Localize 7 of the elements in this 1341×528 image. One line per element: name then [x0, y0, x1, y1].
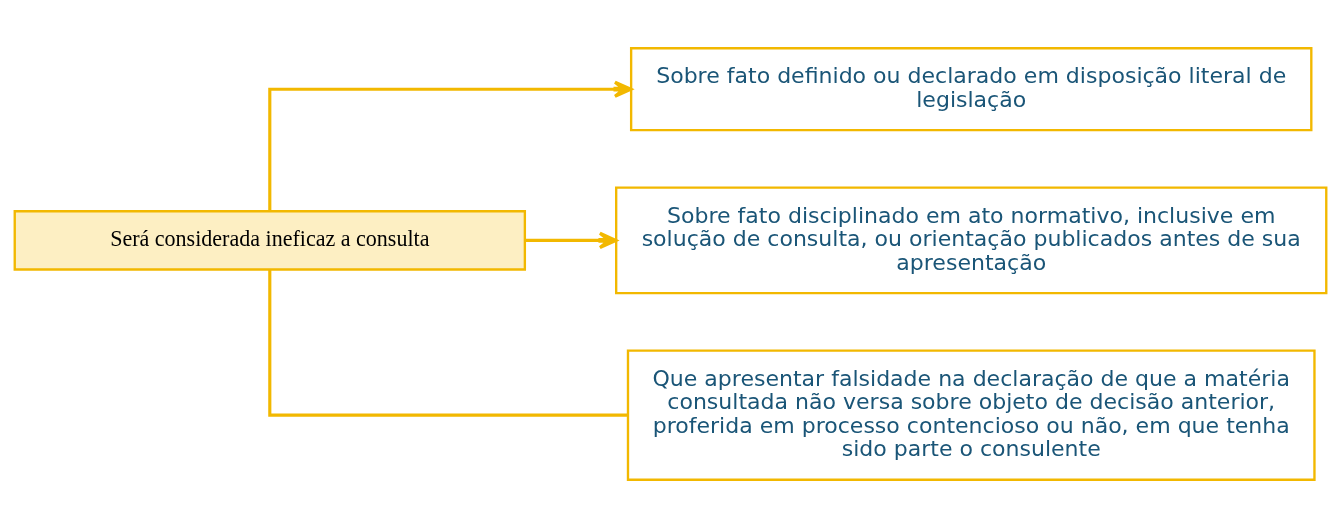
- node-box: Sobre fato definido ou declarado em disposição literal de legislação: [629, 47, 1313, 132]
- arrow: [525, 231, 618, 250]
- node-box: Que apresentar falsidade na declaração de que a matéria consultada não versa sobre objeto de decisão anterior, proferida em processo contencioso ou não, em que tenha sido parte o consulente: [626, 349, 1316, 481]
- node-box: Sobre fato disciplinado em ato normativo, inclusive em solução de consulta, ou orientação publicados antes de sua apresentação: [615, 186, 1328, 295]
- connector: [268, 269, 628, 417]
- arrow: [268, 80, 633, 212]
- node-box: Será considerada ineficaz a consulta: [13, 210, 527, 271]
